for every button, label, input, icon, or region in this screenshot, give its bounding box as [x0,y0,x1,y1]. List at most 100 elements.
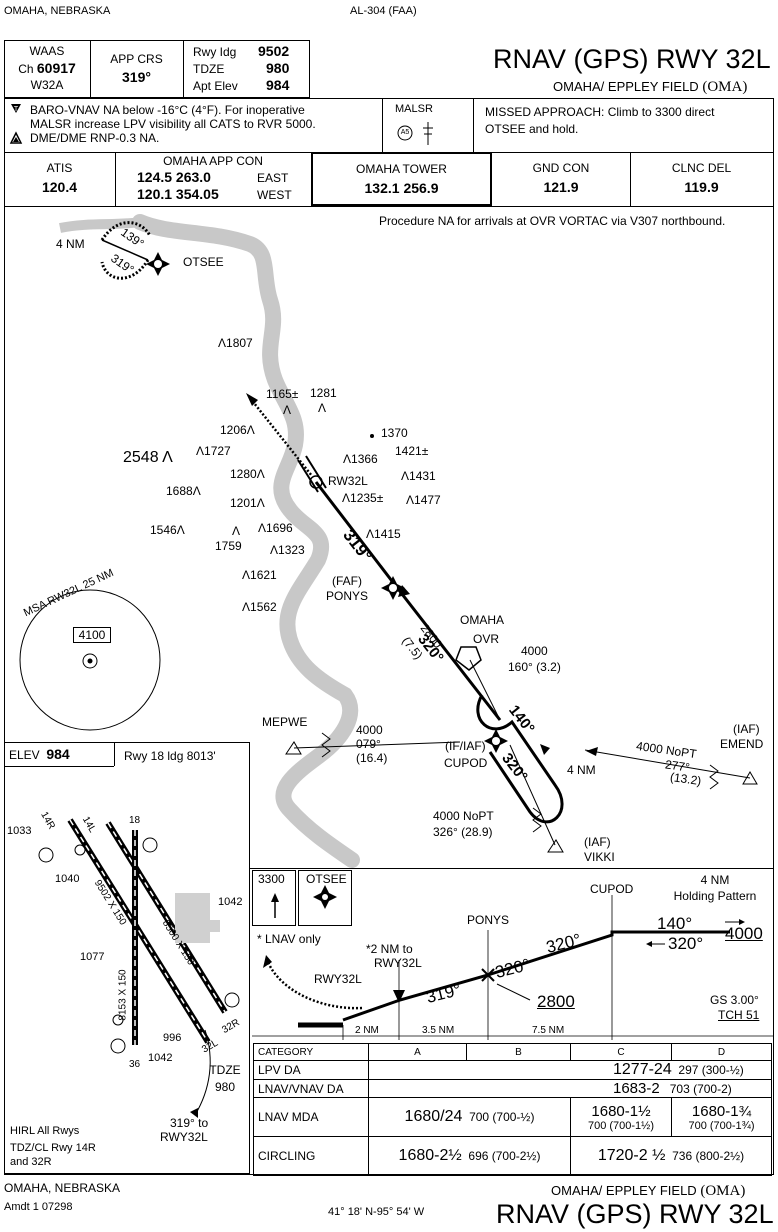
cat-b: B [466,1043,571,1061]
footer-airport: OMAHA/ EPPLEY FIELD (OMA) [551,1183,746,1199]
profile-rwy: RWY32L [314,972,362,986]
missed-alt: 3300 [258,872,285,886]
obstacle: Λ1323 [270,543,305,557]
lnav-label: LNAV MDA [253,1097,369,1137]
obstacle: 1421± [395,444,429,458]
obstacle: 1206Λ [220,423,255,437]
missed-fix-box [298,870,352,926]
lnav-only-note: * LNAV only [257,932,321,946]
obstacle: Λ1415 [366,527,401,541]
obstacle: 1546Λ [150,523,185,537]
hold-note-1: 4 NM [700,873,730,887]
app-crs-label: APP CRS [110,52,163,66]
airport-name: OMAHA/ EPPLEY FIELD (OMA) [553,79,748,95]
tdze-label: TDZE [193,62,225,76]
profile-hold-in: 320° [668,934,704,953]
obstacle: 1281 [310,386,337,400]
lnav-vnav-label: LNAV/VNAV DA [253,1079,369,1098]
hirl-note: HIRL All Rwys [10,1125,80,1137]
diagram-tdze-value: 980 [214,1080,236,1094]
obstacle: Λ1477 [406,493,441,507]
dist-seg-1: 2 NM [355,1025,379,1036]
missed-approach-line2: OTSEE and hold. [485,122,579,136]
mepwe-alt: 4000 [356,723,383,737]
footer-coords: 41° 18' N-95° 54' W [328,1206,425,1218]
obs-1077: 1077 [80,951,105,963]
circling-cd: 1720-2 ½ 736 (800-2½) [570,1136,772,1176]
rwy-ldg-label: Rwy Idg [193,45,237,59]
lpv-value: 1277-24 297 (300-½) [368,1060,772,1080]
missouri-river [132,214,360,868]
tdze-value: 980 [266,60,290,76]
tower-label: OMAHA TOWER [356,162,447,176]
clnc-label: CLNC DEL [671,161,732,175]
rw32l-label: RW32L [328,474,368,488]
cat-c: C [570,1043,672,1061]
obstacle: Λ1562 [242,600,277,614]
obs-1042b: 1042 [148,1052,173,1064]
cat-d: D [671,1043,772,1061]
ovr-course: 160° (3.2) [508,660,561,674]
profile-cupod: CUPOD [590,882,634,896]
vikki-iaf-label: (IAF) [584,835,611,849]
obs-1040: 1040 [55,873,80,885]
profile-hold-alt: 4000 [725,924,763,943]
msa-alt: 4100 [78,628,106,642]
mepwe-label: MEPWE [262,715,308,729]
lpv-label: LPV DA [253,1060,369,1080]
obstacle: Λ1366 [343,452,378,466]
tch: TCH 51 [718,1008,760,1022]
obstacle: 1165± [266,387,299,401]
note-line1: BARO-VNAV NA below -16°C (4°F). For inop… [30,103,305,117]
cupod-label: CUPOD [444,756,488,770]
faf-label: (FAF) [332,574,362,588]
app-crs-value: 319° [122,69,151,85]
minimums-table: CATEGORY A B C D LPV DA 1277-24 297 (300… [253,1043,772,1176]
hold-note-2: Holding Pattern [673,889,757,903]
malsr-symbol-text: A5 [400,129,410,136]
svg-text:T: T [14,106,19,113]
vikki-label: VIKKI [584,850,615,864]
dist-seg-3: 7.5 NM [532,1025,565,1036]
omaha-label: OMAHA [460,613,505,627]
profile-hold-out: 140° [657,914,693,933]
briefing-box [4,40,310,98]
atis-freq: 120.4 [41,179,78,195]
course-to-label: 319° to [170,1116,209,1130]
msa-alt-box [73,627,111,643]
lnav-ab: 1680/24 700 (700-½) [368,1097,571,1137]
dist-seg-2: 3.5 NM [422,1025,455,1036]
ovr-label: OVR [473,632,500,646]
missed-approach-line1: MISSED APPROACH: Climb to 3300 direct [485,105,715,119]
otsee-label: OTSEE [183,255,224,269]
vikki-course: 326° (28.9) [433,825,493,839]
app-con-label: OMAHA APP CON [163,154,263,168]
missed-alt-box [252,870,296,926]
nm-to-2: RWY32L [374,956,422,970]
obstacle: 1201Λ [230,496,265,510]
obstacle: Λ1621 [242,568,277,582]
note-line3: DME/DME RNP-0.3 NA. [30,131,160,145]
gs-angle: GS 3.00° [710,993,759,1007]
app-dir-west: WEST [257,188,292,202]
apt-elev-value: 984 [266,77,290,93]
apt-elev-label: Apt Elev [193,79,238,93]
otsee-leg: 4 NM [56,237,85,251]
elev-label: ELEV 984 [9,746,70,762]
procedure-na-note: Procedure NA for arrivals at OVR VORTAC … [379,214,726,228]
obstacle: 1370 [381,426,408,440]
clnc-freq: 119.9 [684,179,719,195]
atis-label: ATIS [46,161,73,175]
circling-label: CIRCLING [253,1136,369,1176]
rwy-36-label: 36 [129,1059,141,1070]
obstacle: 1280Λ [230,467,265,481]
footer-location: OMAHA, NEBRASKA [4,1181,121,1195]
obs-996: 996 [163,1032,182,1044]
cat-header: CATEGORY [253,1043,369,1061]
location-top: OMAHA, NEBRASKA [4,5,111,17]
app-freq-east: 124.5 263.0 [137,169,211,185]
